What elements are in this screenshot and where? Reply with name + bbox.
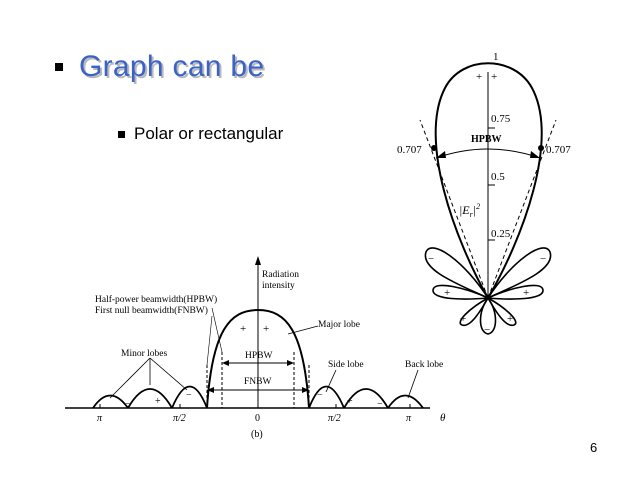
sign-plus: +: [523, 287, 529, 299]
sign-plus: +: [263, 323, 269, 335]
sign-plus: +: [507, 313, 513, 325]
sign-plus: +: [240, 323, 246, 335]
slide-title: Graph can be: [79, 50, 265, 83]
rect-y-arrow: [255, 256, 261, 265]
rect-fnbw-label: FNBW: [244, 377, 271, 387]
leader-line: [109, 357, 151, 399]
rect-minor-lobes-label: Minor lobes: [121, 349, 167, 359]
rect-back-lobe: [387, 394, 424, 409]
tick-neg-pi2: π/2: [173, 413, 186, 424]
rect-major-lobe: [206, 308, 310, 409]
arrowhead: [302, 387, 309, 393]
rect-hpbw-full-label: Half-power beamwidth(HPBW): [95, 294, 217, 305]
sign-minus: −: [377, 399, 383, 410]
hpbw-point-left: [431, 145, 437, 151]
tick-zero: 0: [255, 413, 260, 424]
sign-minus: −: [317, 390, 323, 401]
polar-label-05: 0.5: [491, 171, 505, 183]
hpbw-dash-left: [419, 119, 489, 299]
hpbw-point-right: [538, 145, 544, 151]
tick-pi: π: [406, 413, 412, 424]
rect-radiation-label: Radiation: [262, 270, 299, 280]
rectangular-plot: + + − + − − + − Radiation intensity Half…: [65, 256, 446, 440]
sign-plus: +: [155, 396, 161, 407]
leader-line: [206, 315, 213, 366]
tick-neg-pi: π: [97, 413, 103, 424]
rect-minor-lobe: [343, 388, 389, 409]
sign-plus: +: [476, 71, 482, 83]
bullet-subtitle: Polar or rectangular: [118, 124, 283, 144]
side-lobe-left-mid: [432, 284, 492, 300]
polar-label-0707-right: 0.707: [546, 144, 571, 156]
back-lobe: [479, 296, 497, 335]
polar-label-1: 1: [493, 51, 499, 63]
leader-line: [325, 369, 337, 393]
rect-hpbw-label: HPBW: [245, 351, 272, 361]
rect-minor-lobe: [171, 385, 208, 409]
sign-plus: +: [491, 71, 497, 83]
rect-side-lobe-label: Side lobe: [328, 360, 364, 370]
sign-minus: −: [484, 324, 490, 336]
rect-side-lobe: [308, 385, 345, 409]
polar-label-075: 0.75: [491, 113, 511, 125]
arrowhead: [287, 360, 294, 366]
caption-b: (b): [251, 429, 263, 440]
hpbw-arrow-left: [436, 151, 446, 158]
sign-minus: −: [186, 390, 192, 401]
bullet-square: [118, 130, 125, 138]
rect-back-lobe-label: Back lobe: [405, 360, 443, 370]
bullet-square: [55, 63, 63, 71]
field-label: |Er|2: [459, 202, 480, 219]
rect-intensity-label: intensity: [262, 281, 295, 291]
arrowhead: [207, 387, 214, 393]
hpbw-arc: [435, 148, 541, 159]
tick-pi2: π/2: [328, 413, 341, 424]
sign-minus: −: [540, 253, 546, 265]
polar-hpbw-label: HPBW: [471, 134, 502, 145]
sign-minus: −: [428, 253, 434, 265]
polar-plot: + + − − + + + + − 1 0.75 0.5 0.25 0.707 …: [397, 51, 571, 336]
side-lobe-right-upper: [485, 247, 552, 300]
leader-line: [149, 357, 188, 391]
hpbw-arrow-right: [530, 151, 540, 158]
rect-fnbw-full-label: First null beamwidth(FNBW): [95, 305, 208, 316]
hpbw-dash-right: [487, 119, 557, 299]
polar-label-025: 0.25: [491, 228, 511, 240]
bullet-title: Graph can be: [55, 52, 264, 82]
sign-minus: −: [125, 399, 131, 410]
page-number: 6: [590, 440, 598, 455]
leader-line: [287, 325, 319, 335]
rect-major-lobe-label: Major lobe: [318, 320, 360, 330]
sign-plus: +: [460, 313, 466, 325]
side-lobe-right-lower: [485, 295, 517, 327]
side-lobe-left-upper: [424, 247, 491, 300]
polar-main-lobe: [434, 62, 543, 301]
rect-minor-lobe: [92, 394, 129, 409]
axis-theta: θ: [440, 412, 446, 424]
side-lobe-left-lower: [459, 295, 491, 327]
rect-minor-lobe: [127, 388, 173, 409]
polar-label-0707-left: 0.707: [397, 144, 422, 156]
leader-line: [407, 369, 419, 399]
leader-line: [211, 307, 223, 353]
arrowhead: [222, 360, 229, 366]
sign-plus: +: [347, 396, 353, 407]
side-lobe-right-mid: [484, 284, 544, 300]
sign-plus: +: [444, 287, 450, 299]
slide-subtitle: Polar or rectangular: [134, 124, 284, 143]
